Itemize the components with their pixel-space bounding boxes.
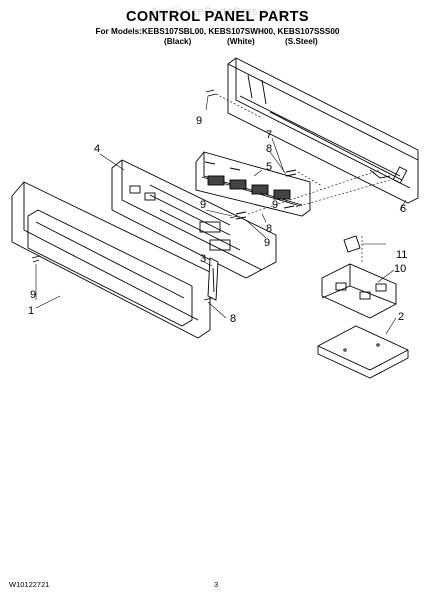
- callout-5: 5: [266, 161, 272, 173]
- document-number: W10122721: [9, 580, 50, 589]
- callout-9: 9: [272, 199, 278, 211]
- callout-6: 6: [400, 203, 406, 215]
- callout-2: 2: [398, 311, 404, 323]
- page-number: 3: [214, 580, 219, 589]
- variant-steel: (S.Steel): [285, 37, 318, 46]
- models-line: For Models:KEBS107SBL00, KEBS107SWH00, K…: [95, 27, 340, 36]
- callout-8: 8: [230, 313, 236, 325]
- part-3-clip: [207, 257, 219, 301]
- callout-9: 9: [264, 237, 270, 249]
- part-5-module: [195, 151, 311, 217]
- callout-11: 11: [396, 249, 407, 261]
- callout-10: 10: [394, 263, 406, 275]
- part-2-plate: [317, 325, 409, 379]
- variant-black: (Black): [164, 37, 192, 46]
- callout-8: 8: [266, 223, 272, 235]
- part-11-bracket: [343, 235, 361, 253]
- callout-8: 8: [266, 143, 272, 155]
- part-1-trim: [11, 181, 211, 339]
- callout-3: 3: [200, 253, 206, 265]
- page-title: CONTROL PANEL PARTS: [126, 9, 309, 25]
- callout-9: 9: [200, 199, 206, 211]
- callout-9: 9: [30, 289, 36, 301]
- callout-1: 1: [28, 305, 34, 317]
- callout-9: 9: [196, 115, 202, 127]
- callout-7: 7: [266, 129, 272, 141]
- screws: [31, 89, 297, 301]
- callout-4: 4: [94, 143, 100, 155]
- part-10-housing: [321, 263, 397, 319]
- watermark: AppliancePartsPros.com: [150, 6, 285, 18]
- variant-white: (White): [227, 37, 255, 46]
- part-6-bracket: [227, 57, 419, 204]
- part-4-panel: [111, 159, 277, 279]
